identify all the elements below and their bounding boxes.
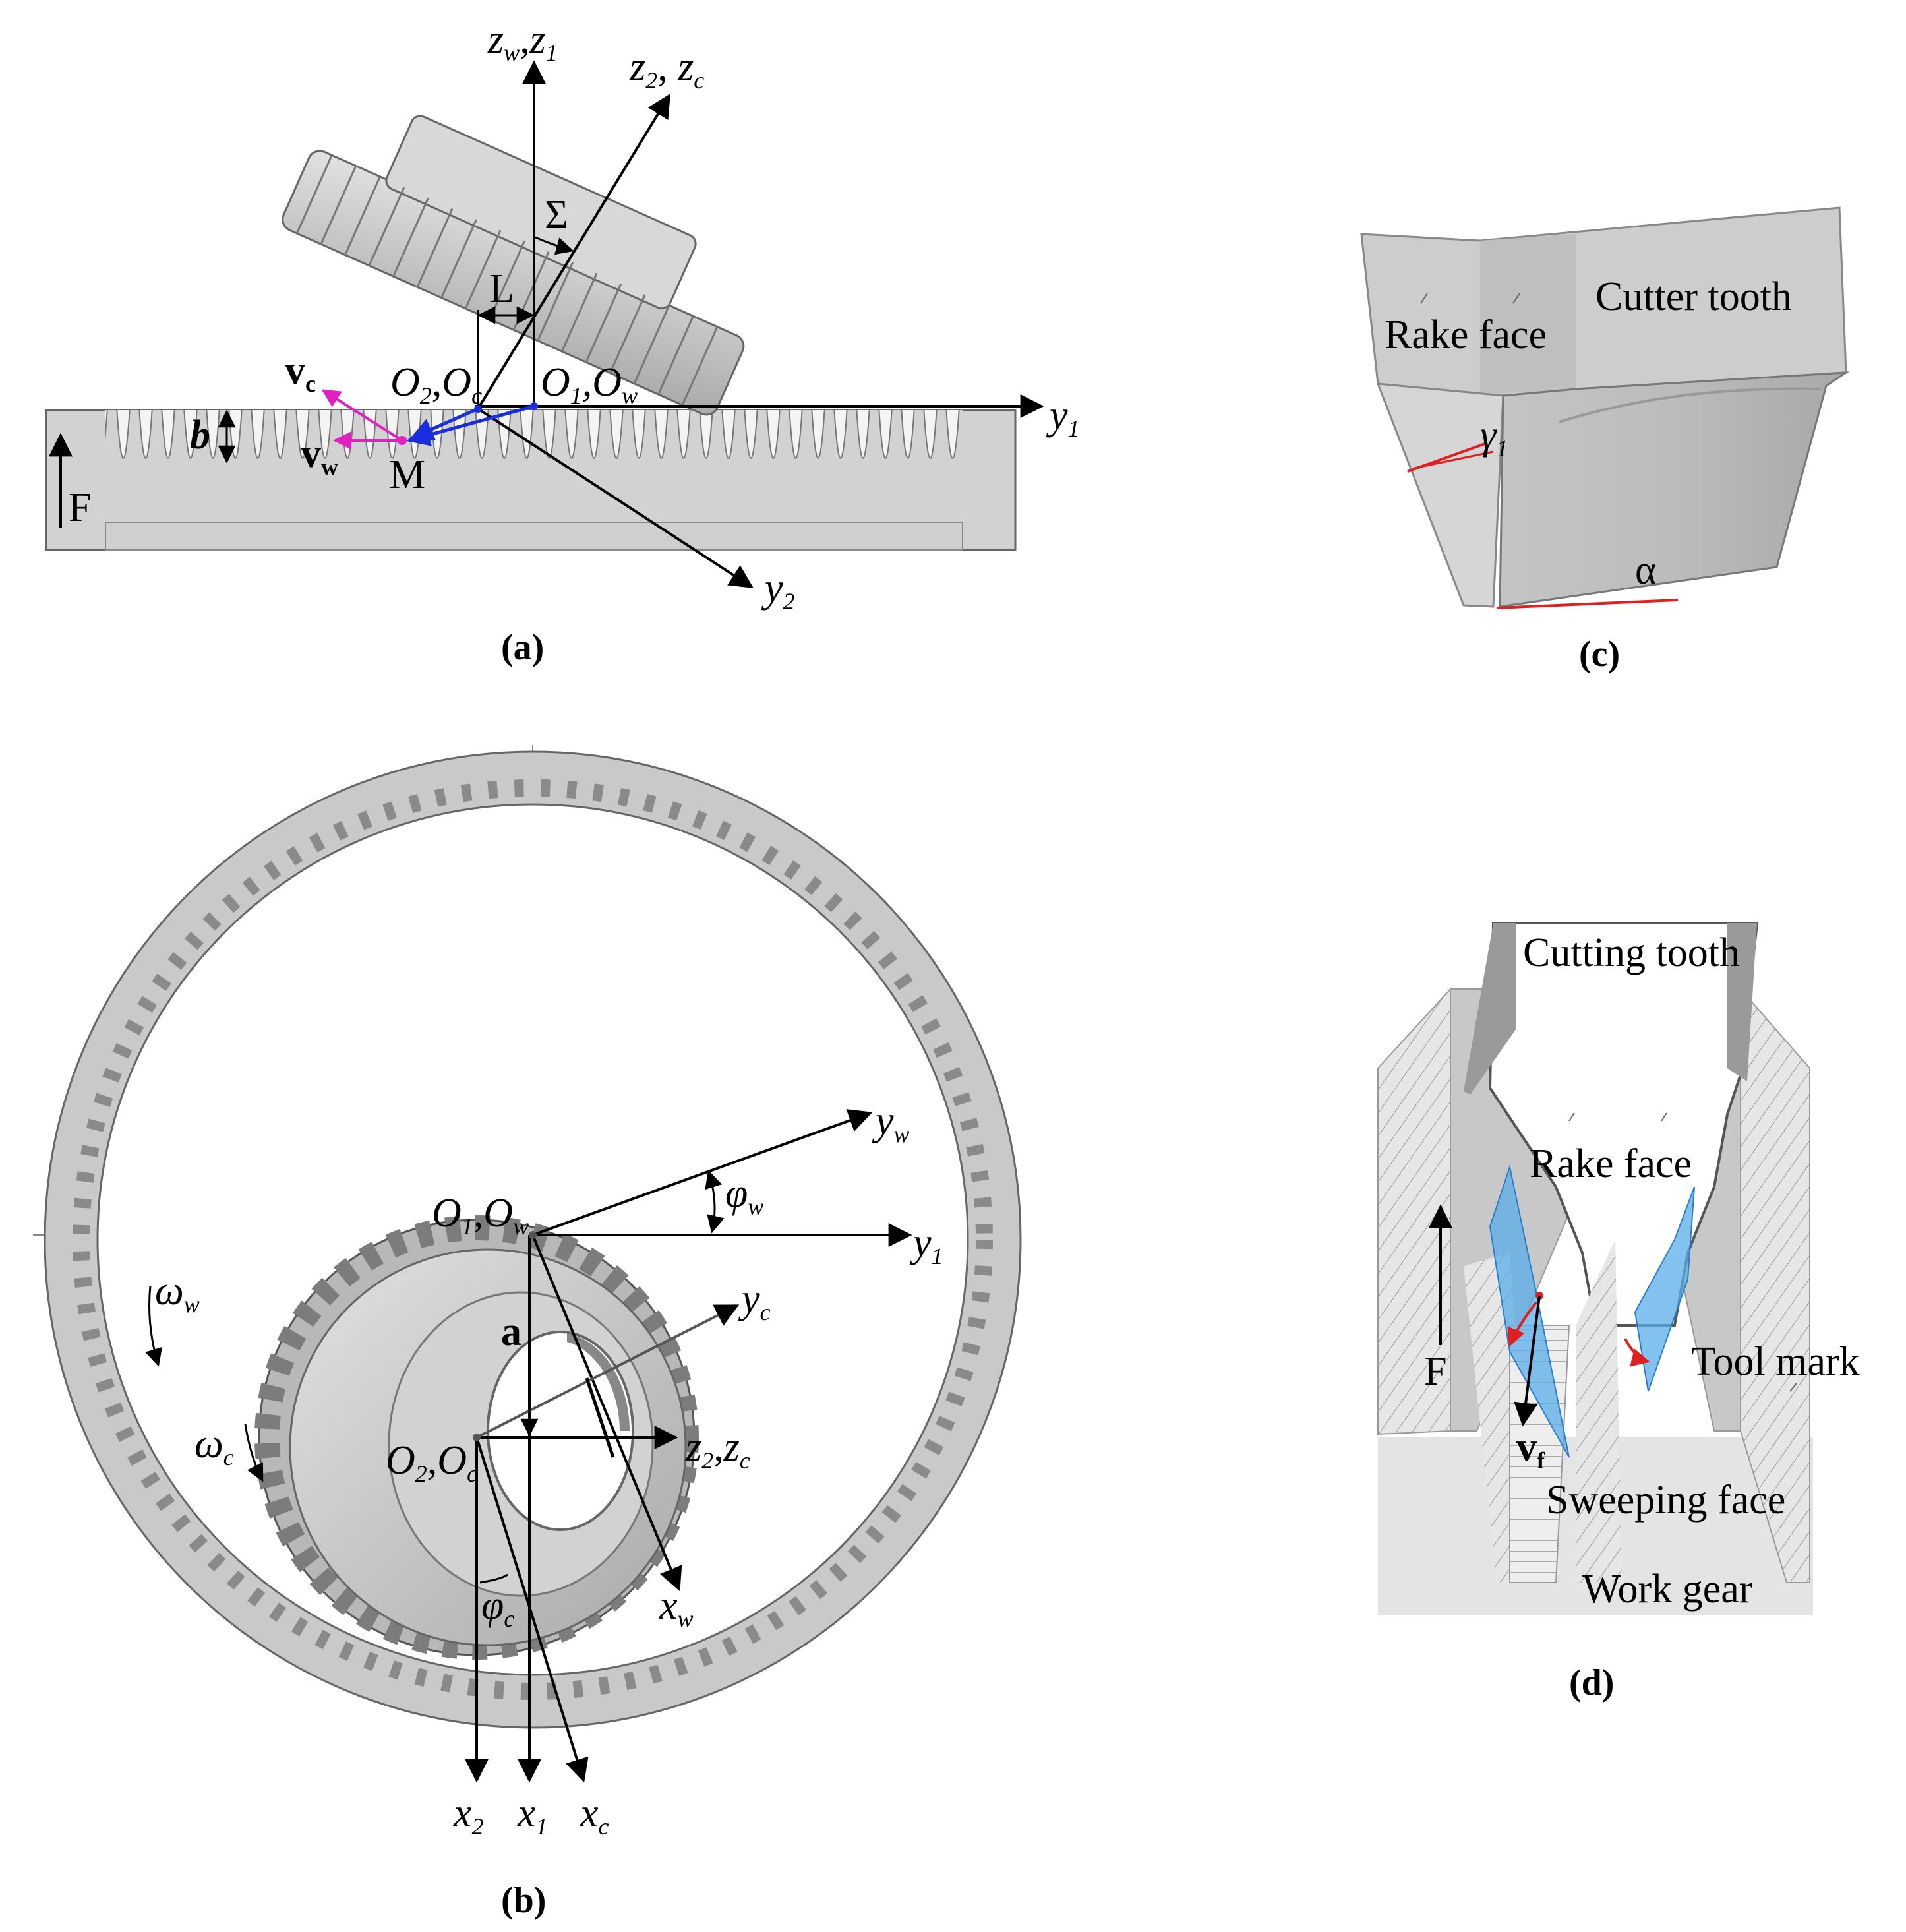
label-omegaw: ωw xyxy=(155,1269,200,1317)
cutter-bore xyxy=(487,1331,634,1531)
label-x2: x2 xyxy=(453,1791,484,1840)
axis-y2 xyxy=(477,408,754,588)
label-gamma1: γ1 xyxy=(1480,413,1508,462)
vector-vf xyxy=(1514,1295,1541,1427)
angle-sigma-arc xyxy=(535,236,574,255)
label-M: M xyxy=(389,452,425,497)
label-b: b xyxy=(190,413,210,458)
work-gear-teeth xyxy=(105,410,963,522)
label-omegac: ωc xyxy=(194,1422,234,1470)
label-vw: vw xyxy=(301,431,338,480)
label-z2-zc: z2, zc xyxy=(629,45,704,94)
label-phic: φc xyxy=(481,1583,514,1632)
label-F: F xyxy=(69,485,91,530)
label-o2-oc: O2,Oc xyxy=(390,360,482,409)
label-cutting-tooth: Cutting tooth xyxy=(1523,930,1740,975)
axis-yc-b xyxy=(476,1304,740,1439)
caption-b: (b) xyxy=(501,1880,546,1921)
label-xc: xc xyxy=(580,1791,609,1840)
label-x1: x1 xyxy=(517,1791,548,1840)
label-xw-b: xw xyxy=(659,1583,694,1632)
vector-vc xyxy=(321,389,403,442)
caption-d: (d) xyxy=(1569,1662,1614,1703)
panel-d: Cutting tooth Rake face F Tool mark vf S… xyxy=(1377,922,1860,1703)
label-sweeping-face: Sweeping face xyxy=(1546,1478,1785,1523)
sweeping-face-right xyxy=(1634,1186,1695,1392)
label-o2-oc-b: O2,Oc xyxy=(386,1438,477,1487)
label-yc-b: yc xyxy=(738,1277,771,1325)
angle-alpha-line xyxy=(1496,599,1679,609)
angle-phiw-arc xyxy=(705,1170,725,1234)
angle-phic-arc xyxy=(479,1573,508,1584)
cutter-gear-side xyxy=(282,115,745,416)
label-cutter-tooth: Cutter tooth xyxy=(1595,274,1792,319)
label-alpha: α xyxy=(1635,548,1656,593)
label-F-d: F xyxy=(1424,1349,1446,1394)
vector-blue-2 xyxy=(409,407,479,440)
axis-xw-b xyxy=(531,1234,682,1592)
point-M xyxy=(398,436,407,445)
axis-xc-b xyxy=(475,1437,589,1783)
label-rake-face-c: Rake face xyxy=(1385,313,1547,357)
label-tool-mark: Tool mark xyxy=(1691,1339,1860,1384)
cutter-tooth-front xyxy=(1499,371,1850,608)
label-sigma: Σ xyxy=(545,193,568,237)
caption-a: (a) xyxy=(501,627,544,668)
label-L: L xyxy=(489,266,514,311)
panel-c: Rake face Cutter tooth γ1 α (c) xyxy=(1360,206,1850,675)
label-zw-z1: zw,z1 xyxy=(487,17,558,66)
label-phiw: φw xyxy=(725,1171,763,1220)
label-work-gear: Work gear xyxy=(1582,1567,1753,1612)
label-y2: y2 xyxy=(761,566,795,615)
label-o1-ow-b: O1,Ow xyxy=(432,1191,529,1240)
panel-a: zw,z1 z2, zc Σ L O2,Oc O1,Ow vc vw b M F… xyxy=(45,17,1080,668)
label-vc: vc xyxy=(285,348,316,397)
caption-c: (c) xyxy=(1579,634,1620,675)
axis-yw-b xyxy=(532,1109,873,1236)
label-o1-ow: O1,Ow xyxy=(541,360,638,409)
label-y1: y1 xyxy=(1046,393,1080,442)
cutter-tooth-left-flank xyxy=(1376,382,1504,608)
label-vf: vf xyxy=(1516,1425,1545,1474)
omega-c-arrow xyxy=(244,1424,264,1482)
label-yw-b: yw xyxy=(872,1099,910,1147)
panel-b: yw φw O1,Ow y1 ωw yc a ωc O2,Oc z2,zc xw… xyxy=(33,745,1022,1921)
label-a: a xyxy=(501,1310,521,1354)
label-rake-face-d: Rake face xyxy=(1530,1141,1692,1186)
omega-w-arrow xyxy=(145,1285,162,1367)
label-z2-zc-b: z2,zc xyxy=(685,1425,750,1474)
label-y1-b: y1 xyxy=(909,1221,943,1269)
